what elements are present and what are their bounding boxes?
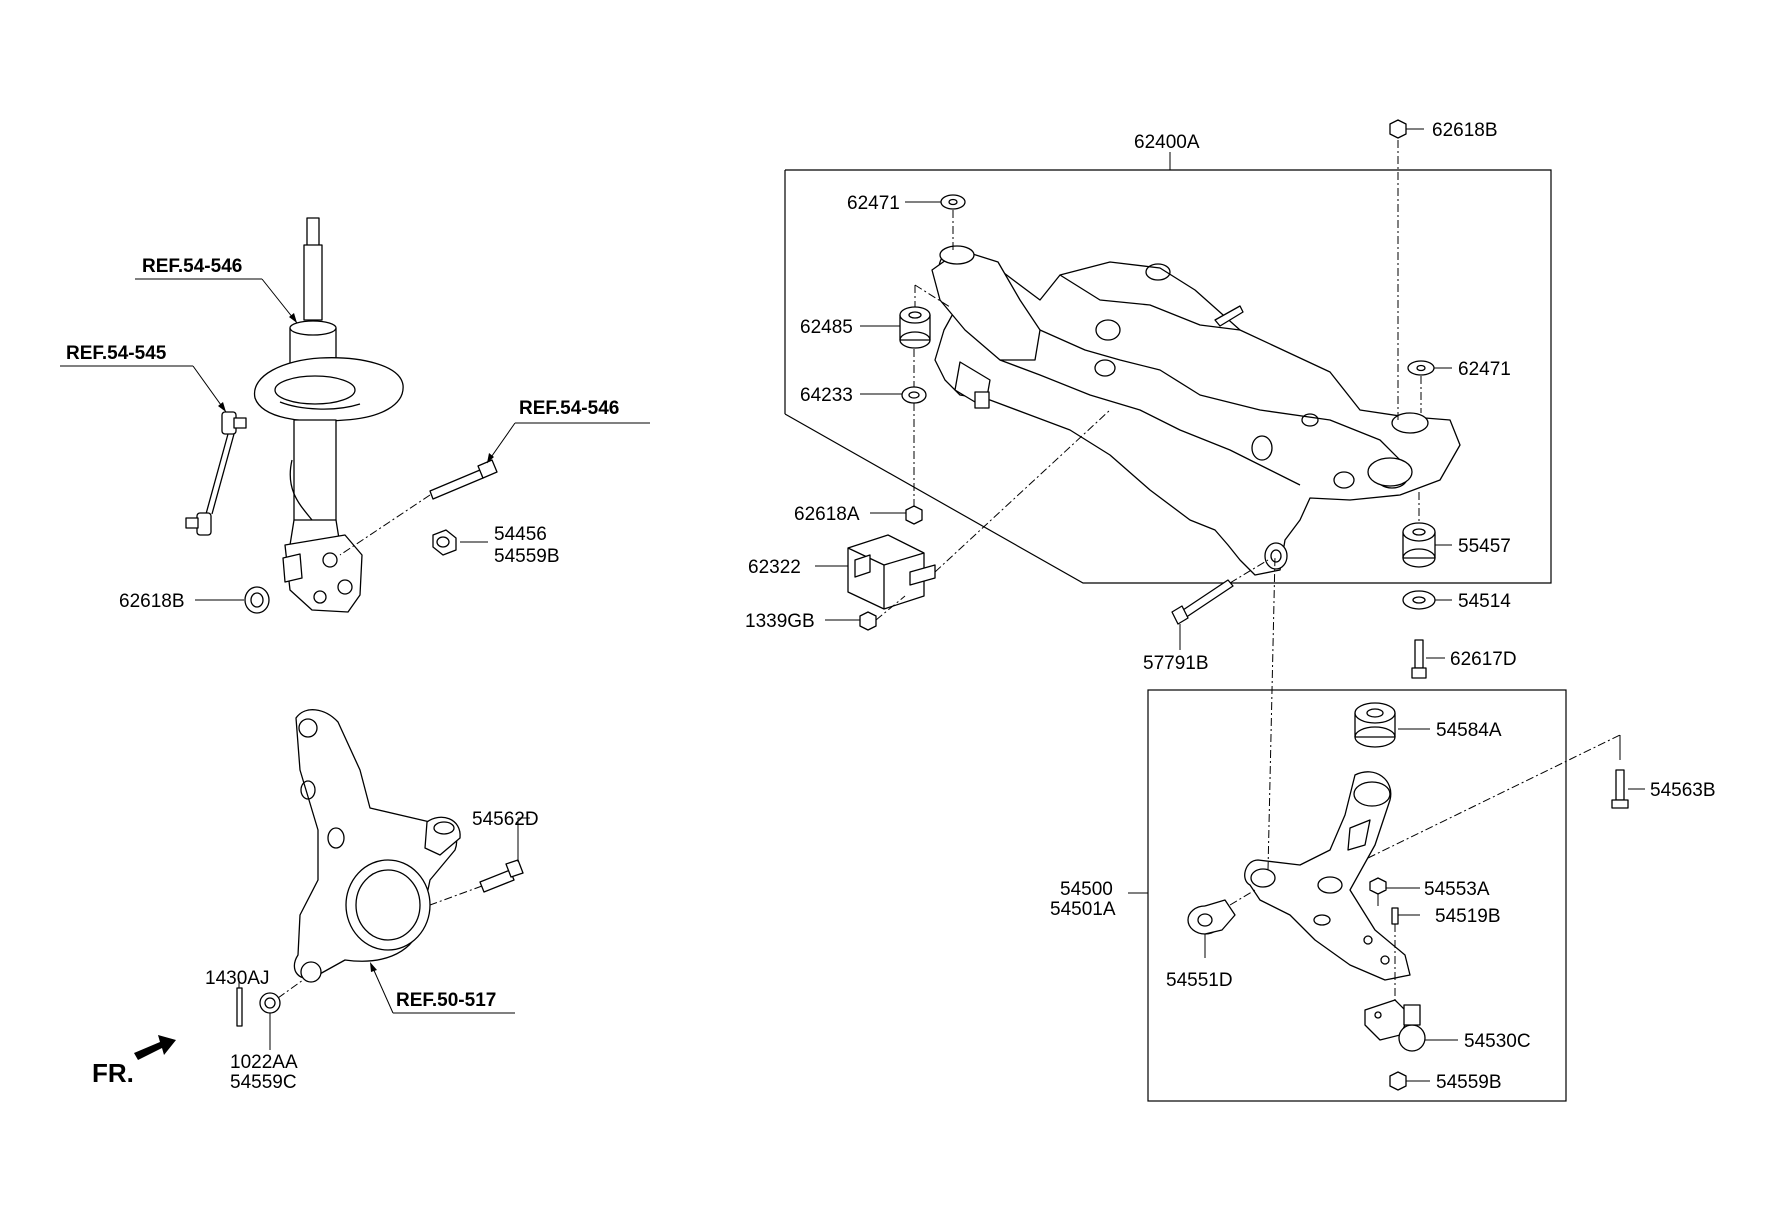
label-62322[interactable]: 62322 (748, 557, 801, 578)
label-54551d[interactable]: 54551D (1166, 970, 1233, 991)
bolt-54456 (339, 459, 498, 556)
bushing-62485 (899, 284, 951, 349)
label-62618b-top[interactable]: 62618B (1432, 120, 1498, 141)
bushing-54551d (1187, 889, 1256, 935)
lower-arm-leaders (1204, 728, 1645, 1082)
nut-62618b-strut (244, 586, 270, 614)
label-54562d[interactable]: 54562D (472, 809, 539, 830)
label-1339gb[interactable]: 1339GB (745, 611, 815, 632)
label-62485[interactable]: 62485 (800, 317, 853, 338)
label-62618a[interactable]: 62618A (794, 504, 860, 525)
label-54584a[interactable]: 54584A (1436, 720, 1502, 741)
strut-leaders (60, 278, 650, 601)
label-64233[interactable]: 64233 (800, 385, 853, 406)
washer-62471-right (1407, 360, 1435, 413)
bushing-54584a (1354, 702, 1396, 748)
bolt-54553a (1369, 877, 1387, 906)
nut-62618b-top (1389, 119, 1407, 420)
label-54559b-strut[interactable]: 54559B (494, 546, 560, 567)
label-55457[interactable]: 55457 (1458, 536, 1511, 557)
label-ref-54-546-right[interactable]: REF.54-546 (519, 398, 619, 419)
label-62471-right[interactable]: 62471 (1458, 359, 1511, 380)
label-54559b-arm[interactable]: 54559B (1436, 1072, 1502, 1093)
pin-1430aj (236, 978, 243, 1027)
label-1022aa[interactable]: 1022AA (230, 1052, 298, 1073)
nut-1339gb (859, 595, 906, 631)
bolt-57791b (1171, 559, 1269, 650)
subframe-leaders (815, 128, 1452, 659)
label-54501a[interactable]: 54501A (1050, 899, 1116, 920)
front-direction-indicator (134, 1035, 176, 1060)
strut-assembly (254, 217, 404, 613)
nut-62618a (905, 505, 923, 525)
label-54559c[interactable]: 54559C (230, 1072, 297, 1093)
ball-joint-54530c (1364, 999, 1426, 1052)
label-ref-50-517[interactable]: REF.50-517 (396, 990, 496, 1011)
arrow-left-down-icon (134, 1035, 176, 1060)
label-62471-left[interactable]: 62471 (847, 193, 900, 214)
bolt-54519b (1391, 907, 1399, 1008)
label-57791b[interactable]: 57791B (1143, 653, 1209, 674)
label-62618b-strut[interactable]: 62618B (119, 591, 185, 612)
washer-54514 (1402, 590, 1436, 610)
nut-54559b-arm (1389, 1071, 1407, 1091)
washer-62471-left (940, 194, 966, 250)
label-fr: FR. (92, 1058, 134, 1088)
bolt-54562d (429, 817, 530, 906)
nut-1022aa (259, 979, 304, 1050)
label-62400a[interactable]: 62400A (1134, 132, 1200, 153)
nut-54559b-strut (432, 529, 457, 556)
label-54530c[interactable]: 54530C (1464, 1031, 1531, 1052)
label-ref-54-545[interactable]: REF.54-545 (66, 343, 167, 364)
label-54563b[interactable]: 54563B (1650, 780, 1716, 801)
bolt-62617d (1411, 639, 1427, 679)
label-54456[interactable]: 54456 (494, 524, 547, 545)
label-1430aj[interactable]: 1430AJ (205, 968, 269, 989)
bushing-55457 (1402, 492, 1436, 568)
steering-knuckle (293, 709, 461, 983)
label-54514[interactable]: 54514 (1458, 591, 1511, 612)
bracket-62322 (847, 409, 1111, 610)
stabilizer-link (185, 411, 247, 536)
label-62617d[interactable]: 62617D (1450, 649, 1517, 670)
bolt-54563b (1611, 769, 1629, 809)
label-54553a[interactable]: 54553A (1424, 879, 1490, 900)
lower-arm-box (1128, 689, 1567, 1102)
label-54519b[interactable]: 54519B (1435, 906, 1501, 927)
knuckle-leaders (370, 962, 515, 1014)
lower-control-arm (1244, 555, 1621, 981)
label-ref-54-546-top[interactable]: REF.54-546 (142, 256, 242, 277)
crossmember (931, 245, 1461, 576)
washer-64233 (901, 349, 927, 506)
label-54500[interactable]: 54500 (1060, 879, 1113, 900)
